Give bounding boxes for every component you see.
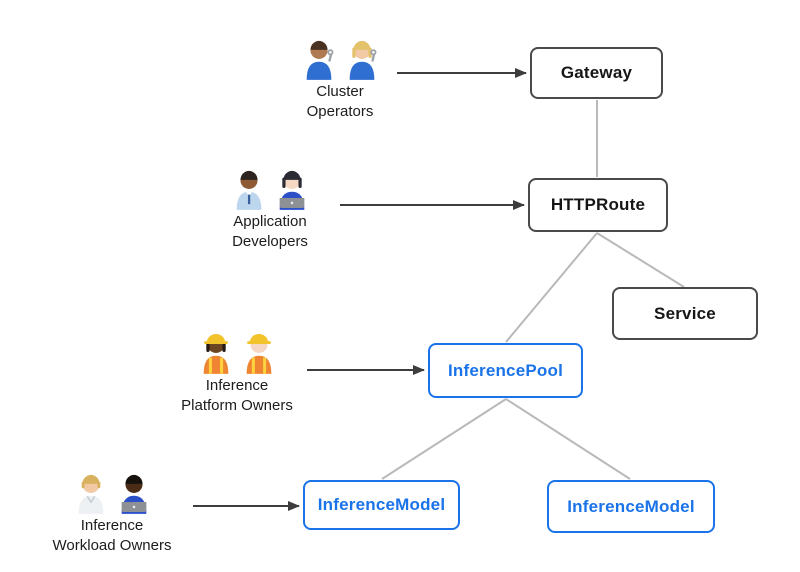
- httproute-node: HTTPRoute: [528, 178, 668, 232]
- actor-label: Inference Workload Owners: [52, 517, 172, 554]
- health-worker-icon: [78, 474, 103, 514]
- actor-inference-platform-owners: Inference Platform Owners: [157, 330, 317, 416]
- man-office-worker-icon: [236, 170, 261, 210]
- actor-label: Cluster Operators: [306, 83, 374, 120]
- inference-workload-owners-icons: [72, 470, 153, 514]
- woman-construction-worker-icon: [203, 333, 228, 374]
- edge-inferencepool-inferencemodel-left: [381, 398, 507, 480]
- man-construction-worker-icon: [246, 333, 271, 374]
- actor-label: Application Developers: [232, 213, 308, 250]
- edge-httproute-service: [596, 232, 685, 288]
- edge-inferencepool-inferencemodel-right: [505, 398, 631, 480]
- actor-application-developers: Application Developers: [195, 166, 345, 252]
- application-developers-icons: [230, 166, 311, 210]
- gateway-node: Gateway: [530, 47, 663, 99]
- woman-technologist-icon: [279, 170, 304, 210]
- man-mechanic-icon: [306, 40, 333, 80]
- man-technologist-dark-icon: [121, 474, 146, 514]
- inferencemodel-left-node: InferenceModel: [303, 480, 460, 530]
- inferencepool-node: InferencePool: [428, 343, 583, 398]
- actor-label: Inference Platform Owners: [181, 377, 293, 414]
- edge-httproute-inferencepool: [505, 232, 598, 343]
- cluster-operators-icons: [300, 36, 381, 80]
- actor-inference-workload-owners: Inference Workload Owners: [27, 470, 197, 556]
- service-node: Service: [612, 287, 758, 340]
- actor-cluster-operators: Cluster Operators: [265, 36, 415, 122]
- inferencemodel-right-node: InferenceModel: [547, 480, 715, 533]
- inference-platform-owners-icons: [197, 330, 278, 374]
- woman-mechanic-icon: [349, 40, 376, 80]
